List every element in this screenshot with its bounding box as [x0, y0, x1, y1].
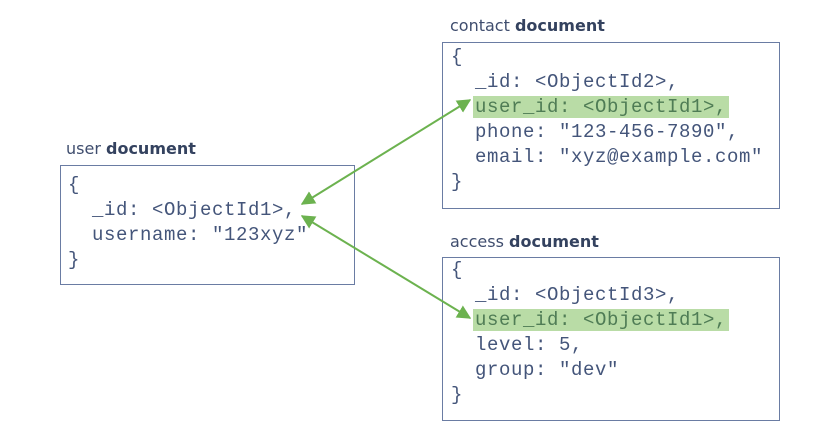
label-suffix: document	[106, 139, 196, 158]
close-brace: }	[68, 249, 81, 271]
access-to-user-arrow	[300, 215, 472, 319]
phone-line: phone: "123-456-7890",	[475, 121, 740, 143]
email-line: email: "xyz@example.com"	[475, 146, 764, 168]
id-line: _id: <ObjectId1>,	[92, 199, 297, 221]
label-prefix: contact	[450, 16, 510, 35]
label-suffix: document	[509, 232, 599, 251]
access-document-code: {_id: <ObjectId3>,user_id: <ObjectId1>,l…	[451, 258, 730, 408]
id-line: _id: <ObjectId2>,	[475, 71, 680, 93]
user-document-code: { _id: <ObjectId1>, username: "123xyz"}	[68, 173, 308, 273]
level-line: level: 5,	[475, 334, 584, 356]
user-document-label: user document	[66, 139, 196, 158]
user-id-line-highlighted: user_id: <ObjectId1>,	[473, 96, 730, 118]
contact-to-user-arrow	[300, 99, 472, 205]
contact-document-label: contact document	[450, 16, 605, 35]
group-line: group: "dev"	[475, 359, 620, 381]
id-line: _id: <ObjectId3>,	[475, 284, 680, 306]
username-line: username: "123xyz"	[92, 224, 309, 246]
label-suffix: document	[514, 16, 605, 35]
access-document-box	[442, 257, 780, 421]
open-brace: {	[68, 174, 81, 196]
contact-document-code: { _id: <ObjectId2>, user_id: <ObjectId1>, p…	[451, 45, 763, 195]
user-id-line-highlighted: user_id: <ObjectId1>,	[473, 309, 730, 331]
label-prefix: user	[66, 139, 101, 158]
close-brace: }	[451, 384, 464, 406]
open-brace: {	[451, 46, 464, 68]
